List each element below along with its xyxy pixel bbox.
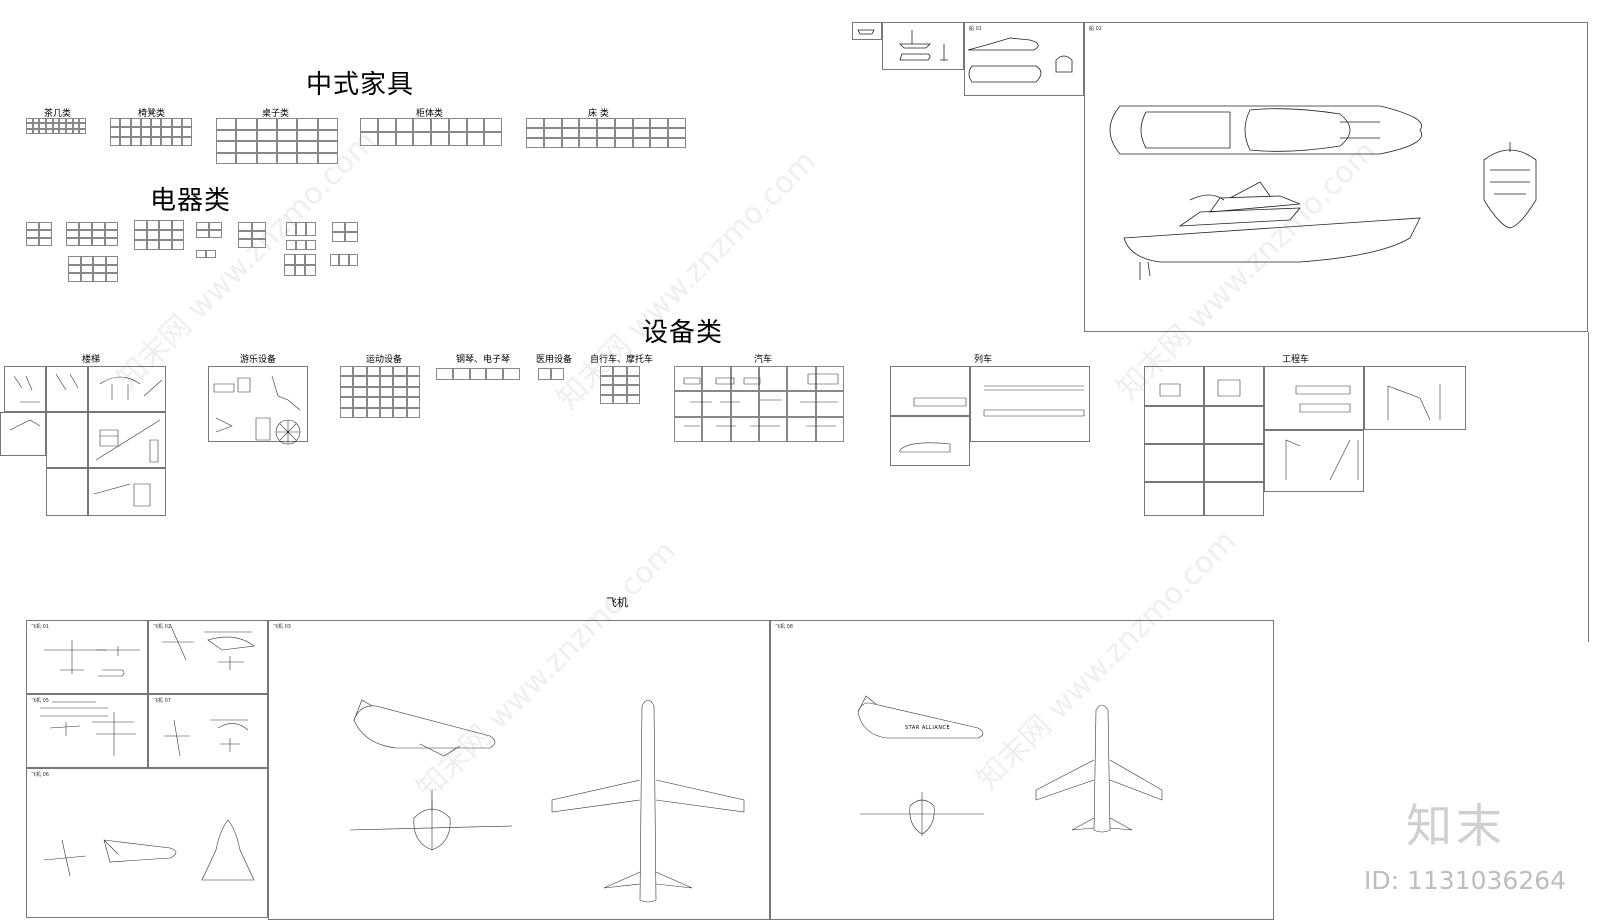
block-piano [436, 368, 520, 380]
caption-aircraft-07: 飞机 07 [153, 698, 171, 704]
panel-stairs-d [0, 412, 46, 456]
panel-aircraft-02: 飞机 02 [148, 620, 268, 694]
panel-stairs-c [88, 366, 166, 412]
panel-stairs-f [88, 412, 166, 468]
block-beds [526, 118, 686, 148]
panel-trains-a [890, 366, 970, 416]
panel-eng-c [1264, 366, 1364, 430]
panel-eng-e [1144, 406, 1204, 444]
panel-ship-mini [852, 22, 882, 40]
block-cars [674, 366, 844, 442]
heading-aircraft: 飞机 [606, 596, 628, 609]
panel-stairs-h [88, 468, 166, 516]
block-appliance-8 [286, 222, 316, 236]
label-cars: 汽车 [754, 355, 773, 365]
label-chairs: 椅凳类 [138, 109, 166, 119]
panel-stairs-e [46, 412, 88, 468]
panel-aircraft-08: 飞机 08 STAR ALLIANCE [770, 620, 1274, 920]
panel-amusement [208, 366, 308, 442]
block-medical [538, 368, 564, 380]
panel-eng-b [1204, 366, 1264, 406]
label-medical: 医用设备 [536, 355, 573, 365]
block-bikes [600, 366, 640, 404]
asset-id: ID: 1131036264 [1364, 866, 1567, 895]
panel-eng-d [1364, 366, 1466, 430]
caption-aircraft-05: 飞机 05 [31, 698, 49, 704]
panel-ship-01: 船 01 [964, 22, 1084, 96]
caption-aircraft-01: 飞机 01 [31, 624, 49, 630]
panel-eng-g [1144, 444, 1204, 482]
caption-ship-02: 船 02 [1089, 26, 1102, 32]
panel-aircraft-07: 飞机 07 [148, 694, 268, 768]
label-beds: 床 类 [588, 109, 609, 119]
block-appliance-7 [238, 222, 266, 248]
caption-aircraft-03: 飞机 03 [273, 624, 291, 630]
panel-eng-f [1204, 406, 1264, 444]
block-cabinets [360, 118, 502, 146]
panel-eng-h [1204, 444, 1264, 482]
block-sports [340, 366, 420, 418]
panel-stairs-g [46, 468, 88, 516]
panel-eng-a [1144, 366, 1204, 406]
panel-eng-i [1264, 430, 1364, 492]
block-chairs [110, 118, 192, 146]
caption-aircraft-08: 飞机 08 [775, 624, 793, 630]
label-bikes: 自行车、摩托车 [590, 355, 654, 365]
block-appliance-10 [284, 254, 316, 276]
label-trains: 列车 [974, 355, 993, 365]
label-amusement: 游乐设备 [240, 355, 277, 365]
block-appliance-2 [66, 222, 118, 246]
frame-line [1588, 332, 1589, 642]
brand-logo: 知末 [1406, 799, 1506, 853]
block-appliance-4 [134, 220, 184, 250]
block-appliance-3 [68, 256, 118, 282]
block-appliance-5 [196, 222, 222, 238]
label-tables: 桌子类 [262, 109, 290, 119]
label-engineering: 工程车 [1282, 355, 1310, 365]
block-appliance-6 [196, 250, 216, 258]
panel-trains-c [970, 366, 1090, 442]
panel-trains-b [890, 416, 970, 466]
panel-aircraft-01: 飞机 01 [26, 620, 148, 694]
airliner-livery-text: STAR ALLIANCE [905, 725, 951, 731]
block-appliance-12 [330, 254, 358, 266]
panel-aircraft-05: 飞机 05 [26, 694, 148, 768]
panel-ship-a [882, 22, 964, 70]
panel-aircraft-03: 飞机 03 [268, 620, 770, 920]
panel-ship-02: 船 02 [1084, 22, 1588, 332]
caption-ship-01: 船 01 [969, 26, 982, 32]
block-appliance-11 [332, 222, 358, 242]
heading-equipment: 设备类 [642, 318, 724, 348]
panel-stairs-a [4, 366, 46, 412]
heading-appliances: 电器类 [150, 186, 232, 216]
block-appliance-9 [286, 240, 316, 250]
panel-aircraft-06: 飞机 06 [26, 768, 268, 918]
heading-chinese-furniture: 中式家具 [306, 70, 415, 100]
block-appliance-1 [26, 222, 52, 246]
panel-eng-j [1144, 482, 1204, 516]
panel-eng-k [1204, 482, 1264, 516]
block-tea-table [26, 118, 86, 134]
label-sports: 运动设备 [366, 355, 403, 365]
label-piano: 钢琴、电子琴 [456, 355, 511, 365]
caption-aircraft-02: 飞机 02 [153, 624, 171, 630]
caption-aircraft-06: 飞机 06 [31, 772, 49, 778]
label-tea-table: 茶几类 [44, 109, 72, 119]
block-tables [216, 118, 338, 164]
panel-stairs-b [46, 366, 88, 412]
label-stairs: 楼梯 [82, 355, 101, 365]
label-cabinets: 柜体类 [416, 109, 444, 119]
